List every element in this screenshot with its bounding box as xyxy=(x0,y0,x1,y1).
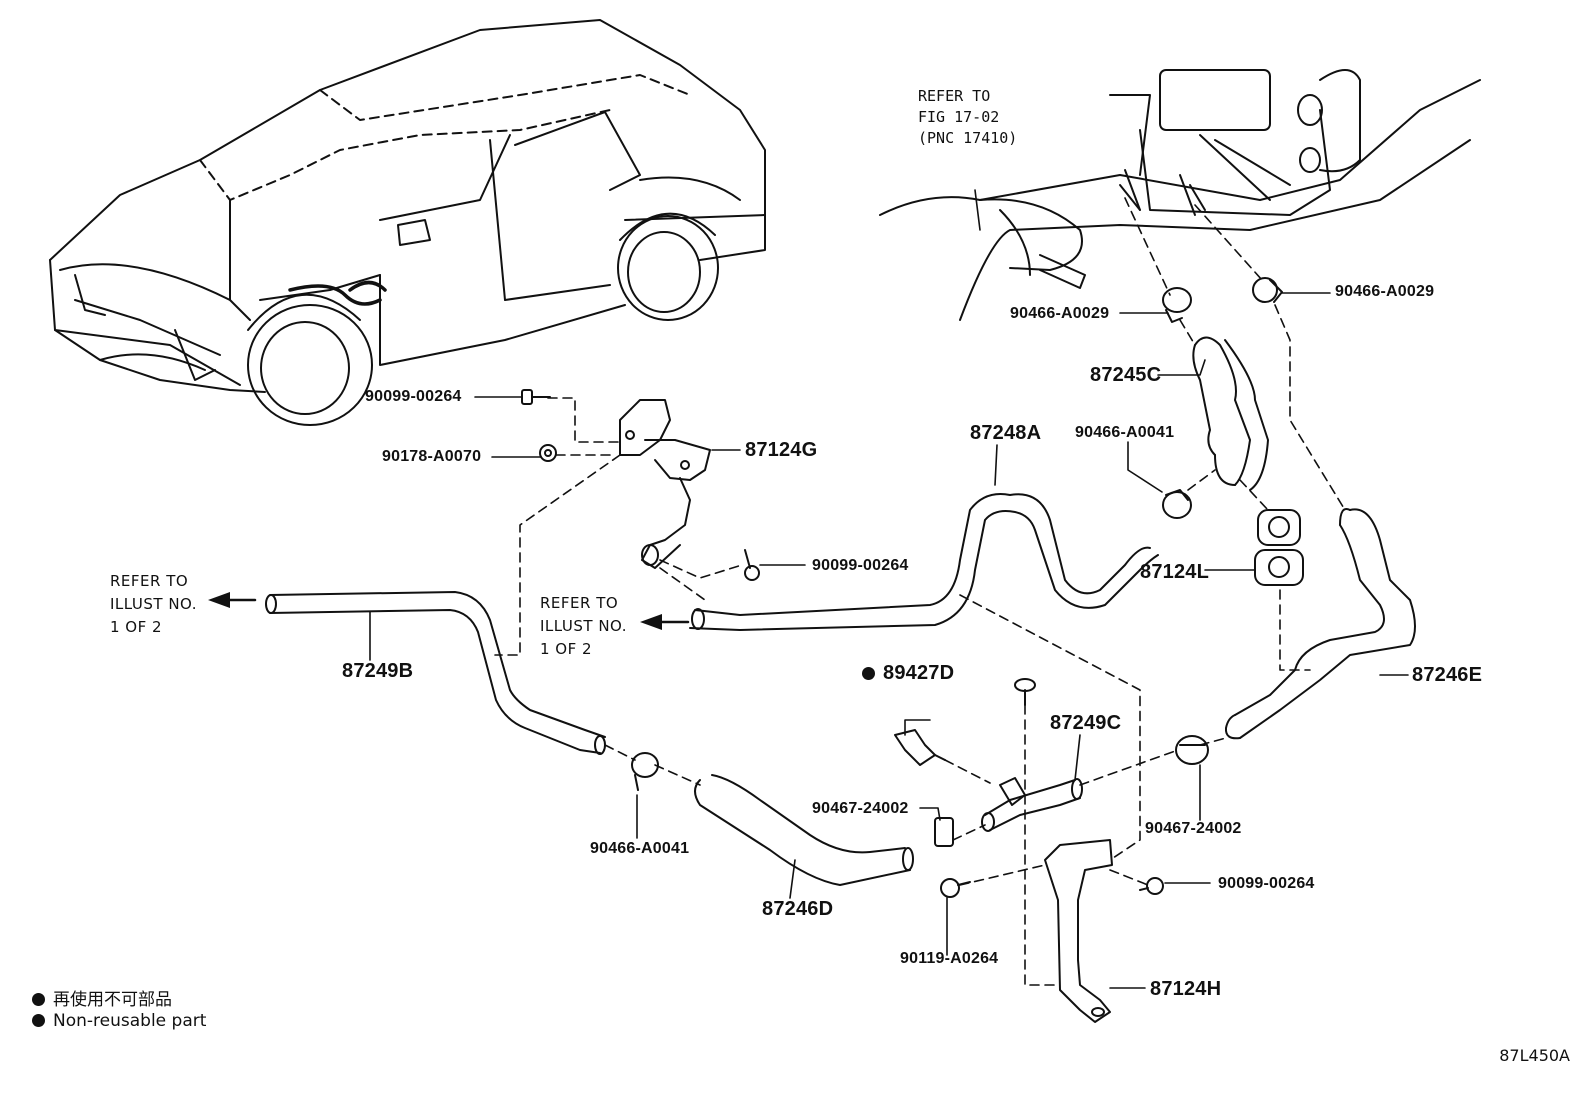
label-87124H: 87124H xyxy=(1150,978,1222,1000)
label-87124L: 87124L xyxy=(1140,561,1210,583)
sensor-89427D xyxy=(894,729,946,766)
label-89427D: 89427D xyxy=(862,662,954,685)
clamp-90466-A0029-left xyxy=(1162,287,1192,323)
vehicle-illustration xyxy=(49,19,766,426)
label-87246E: 87246E xyxy=(1412,664,1483,686)
bolt-top-87249C xyxy=(1014,678,1036,706)
legend-japanese: 再使用不可部品 xyxy=(32,985,172,1010)
legend-english: Non-reusable part xyxy=(32,1011,206,1031)
refer-illust-left-note: REFER TO ILLUST NO. 1 OF 2 xyxy=(110,572,198,636)
label-87245C: 87245C xyxy=(1090,364,1162,386)
label-87246D: 87246D xyxy=(762,898,834,920)
label-90467-24002-right: 90467-24002 xyxy=(1145,820,1242,837)
pipe-87249C xyxy=(981,777,1083,832)
legend-japanese-text: 再使用不可部品 xyxy=(53,990,172,1010)
clamp-90467-24002-left xyxy=(934,817,954,847)
bolt-90099-00264-b xyxy=(744,549,760,581)
label-90466-A0041-lower: 90466-A0041 xyxy=(590,840,690,857)
label-87248A: 87248A xyxy=(970,422,1042,444)
label-90466-A0029-right: 90466-A0029 xyxy=(1335,283,1435,300)
dashed-guide-lines xyxy=(494,197,1346,986)
label-90466-A0041-upper: 90466-A0041 xyxy=(1075,424,1175,441)
label-87249B: 87249B xyxy=(342,660,414,682)
hose-87248A xyxy=(689,493,1159,631)
heater-unit-illustration xyxy=(879,69,1481,321)
refer-fig-note: REFER TO FIG 17-02 (PNC 17410) xyxy=(918,87,1018,147)
non-reusable-bullet-icon xyxy=(862,667,875,680)
bracket-87124H xyxy=(1044,839,1113,1023)
legend-english-text: Non-reusable part xyxy=(53,1011,207,1031)
hose-87245C xyxy=(1192,336,1269,491)
leader-lines xyxy=(369,189,1409,989)
label-90178-A0070: 90178-A0070 xyxy=(382,448,482,465)
bolt-90099-00264-a xyxy=(521,389,551,405)
clamp-90466-A0041-lower xyxy=(631,752,659,791)
clamp-90466-A0041-upper xyxy=(1162,489,1192,519)
label-90099-00264-c: 90099-00264 xyxy=(1218,875,1315,892)
non-reusable-bullet-icon xyxy=(32,993,45,1006)
label-89427D-text: 89427D xyxy=(883,662,955,684)
clamp-90467-24002-right xyxy=(1175,735,1209,765)
label-90119-A0264: 90119-A0264 xyxy=(900,950,999,967)
label-87124G: 87124G xyxy=(745,439,818,461)
illustration-code: 87L450A xyxy=(1499,1046,1570,1065)
label-87249C: 87249C xyxy=(1050,712,1122,734)
clamp-90466-A0029-right xyxy=(1252,277,1283,303)
label-90099-00264-b: 90099-00264 xyxy=(812,557,909,574)
label-90466-A0029-left: 90466-A0029 xyxy=(1010,305,1110,322)
non-reusable-bullet-icon xyxy=(32,1014,45,1027)
bolt-90099-00264-c xyxy=(1139,877,1164,895)
hose-87246E xyxy=(1224,508,1416,740)
arrow-left-icon xyxy=(208,592,662,630)
label-90467-24002-left: 90467-24002 xyxy=(812,800,909,817)
bracket-87124G xyxy=(619,399,711,569)
clamp-87124L xyxy=(1254,509,1304,586)
nut-90119-A0264 xyxy=(940,878,971,898)
refer-illust-mid-note: REFER TO ILLUST NO. 1 OF 2 xyxy=(540,594,628,658)
hose-87246D xyxy=(694,774,914,886)
nut-90178-A0070 xyxy=(539,444,557,462)
label-90099-00264-a: 90099-00264 xyxy=(365,388,462,405)
